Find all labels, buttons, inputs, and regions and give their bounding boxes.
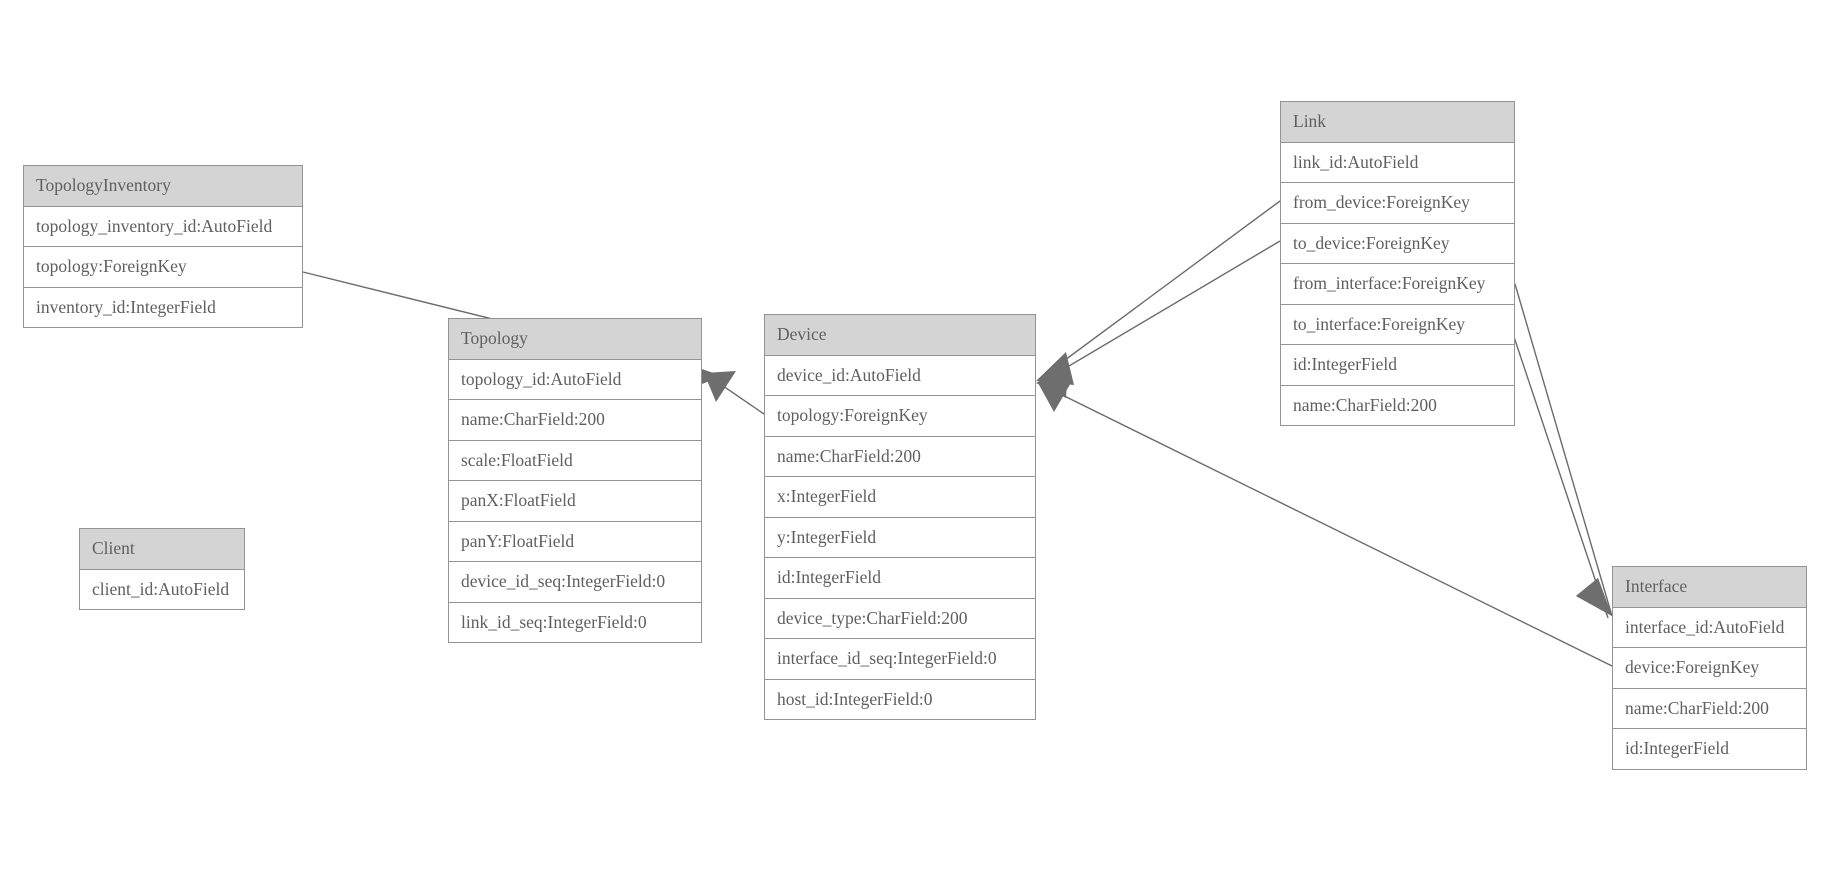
entity-field-row: topology:ForeignKey bbox=[24, 247, 302, 288]
rel-link-to-device bbox=[1036, 240, 1281, 398]
relationship-line bbox=[709, 376, 765, 415]
entity-title-device: Device bbox=[765, 315, 1035, 356]
entity-field-row: from_device:ForeignKey bbox=[1281, 183, 1514, 224]
entity-field-row: id:IntegerField bbox=[1281, 345, 1514, 386]
entity-field-row: id:IntegerField bbox=[1613, 729, 1806, 769]
entity-title-client: Client bbox=[80, 529, 244, 570]
entity-field-row: panX:FloatField bbox=[449, 481, 701, 522]
arrowhead-icon bbox=[1576, 578, 1612, 616]
relationship-line bbox=[1509, 324, 1609, 619]
relationship-line bbox=[1041, 200, 1281, 378]
entity-field-row: from_interface:ForeignKey bbox=[1281, 264, 1514, 305]
rel-link-from-interface bbox=[1514, 283, 1613, 617]
entity-field-row: topology_inventory_id:AutoField bbox=[24, 206, 302, 247]
entity-title-link: Link bbox=[1281, 102, 1514, 143]
entity-title-topology: Topology bbox=[449, 319, 701, 360]
entity-field-row: name:CharField:200 bbox=[1613, 688, 1806, 729]
arrowhead-icon bbox=[1576, 578, 1612, 616]
entity-field-row: to_interface:ForeignKey bbox=[1281, 304, 1514, 345]
entity-field-row: device:ForeignKey bbox=[1613, 648, 1806, 689]
arrowhead-icon bbox=[1038, 381, 1072, 412]
entity-field-row: id:IntegerField bbox=[765, 558, 1035, 599]
entity-field-row: inventory_id:IntegerField bbox=[24, 287, 302, 327]
arrowhead-icon bbox=[1036, 352, 1074, 385]
entity-field-row: panY:FloatField bbox=[449, 521, 701, 562]
rel-link-to-interface bbox=[1509, 324, 1612, 619]
entity-field-row: link_id_seq:IntegerField:0 bbox=[449, 602, 701, 642]
entity-field-row: interface_id_seq:IntegerField:0 bbox=[765, 639, 1035, 680]
rel-device-topology bbox=[704, 371, 765, 415]
entity-field-row: client_id:AutoField bbox=[80, 569, 244, 609]
entity-field-row: device_id:AutoField bbox=[765, 355, 1035, 396]
entity-field-row: name:CharField:200 bbox=[449, 400, 701, 441]
arrowhead-icon bbox=[704, 371, 736, 402]
rel-link-from-device bbox=[1036, 200, 1281, 385]
entity-field-row: device_type:CharField:200 bbox=[765, 598, 1035, 639]
arrowhead-icon bbox=[1036, 367, 1068, 398]
entity-field-row: host_id:IntegerField:0 bbox=[765, 679, 1035, 719]
entity-field-row: to_device:ForeignKey bbox=[1281, 223, 1514, 264]
entity-field-row: name:CharField:200 bbox=[765, 436, 1035, 477]
relationship-line bbox=[1041, 240, 1281, 383]
entity-title-topologyinventory: TopologyInventory bbox=[24, 166, 302, 207]
entity-field-row: x:IntegerField bbox=[765, 477, 1035, 518]
relationship-line bbox=[1043, 385, 1613, 667]
entity-field-row: scale:FloatField bbox=[449, 440, 701, 481]
entity-title-interface: Interface bbox=[1613, 567, 1806, 608]
entity-field-row: name:CharField:200 bbox=[1281, 385, 1514, 425]
relationship-line bbox=[1514, 283, 1613, 617]
entity-field-row: y:IntegerField bbox=[765, 517, 1035, 558]
entity-field-row: device_id_seq:IntegerField:0 bbox=[449, 562, 701, 603]
entity-field-row: topology:ForeignKey bbox=[765, 396, 1035, 437]
entity-field-row: link_id:AutoField bbox=[1281, 142, 1514, 183]
entity-field-row: topology_id:AutoField bbox=[449, 359, 701, 400]
entity-field-row: interface_id:AutoField bbox=[1613, 607, 1806, 648]
